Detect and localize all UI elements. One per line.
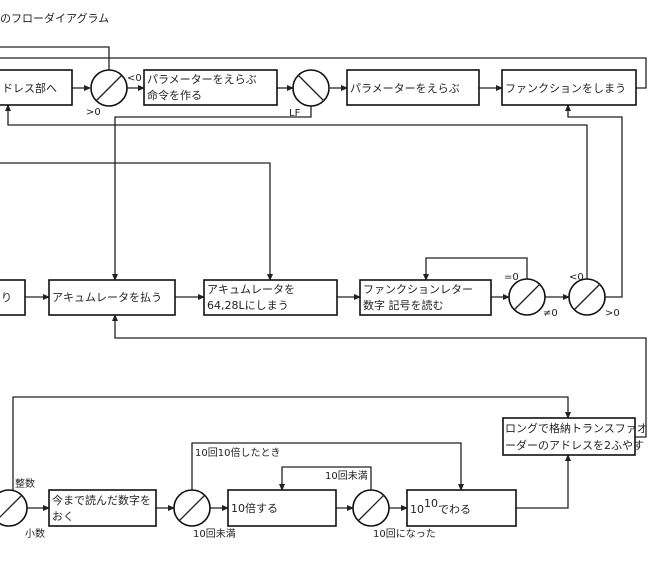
multiply-10-box [227,489,337,527]
param-select-label: パラメーターをえらぶ [350,82,460,95]
long-store-line1: ロングで格納トランスファオ [505,421,648,435]
label-eq0: =0 [504,272,519,283]
param-command-line1: パラメーターをえらぶ [147,73,257,86]
label-gt0-2: >0 [605,308,620,319]
store-accumulator-box [203,279,338,316]
label-reached10: 10回になった [373,528,436,540]
param-command-box [143,69,278,106]
label-under10-bottom: 10回未満 [193,528,236,540]
keep-digits-box [48,489,157,527]
clear-accumulator-label: アキュムレータを払う [52,290,162,304]
param-command-line2: 命令を作る [147,88,202,102]
read-symbol-line2: 数字 記号を読む [363,298,444,312]
address-box [0,69,73,106]
label-integer: 整数 [15,477,35,490]
read-symbol-box [359,279,492,316]
long-store-box [502,417,636,456]
decision-circle-sign [90,69,128,107]
address-box-label: ドレス部へ [2,81,57,95]
left-cut-label: り [1,291,12,304]
long-store-line2: ーダーのアドレスを2ふやす [505,438,644,452]
decision-circle-sign-2 [568,278,606,316]
keep-digits-line2: おく [52,510,74,523]
label-gt0: >0 [86,107,101,118]
label-lt0-2: <0 [569,272,584,283]
multiply-10-label: 10倍する [231,501,278,515]
label-decimal: 小数 [25,527,45,540]
label-ten-times-done: 10回10倍したとき [195,446,280,459]
store-accumulator-line2: 64,28Lにしまう [207,299,289,312]
label-lf: LF [289,108,301,119]
divide-label: 1010でわる [410,497,471,516]
connectors [0,46,647,511]
decision-circle-count-2 [352,489,390,527]
label-under10-top: 10回未満 [325,470,368,482]
param-select-box [346,69,480,106]
function-store-box [501,69,637,106]
divide-box [406,489,517,527]
decision-circle-lf [292,69,330,107]
store-accumulator-line1: アキュムレータを [207,283,295,296]
decision-circle-integer [0,489,28,527]
left-cut-box [0,279,26,316]
clear-accumulator-box [48,279,176,316]
label-lt0: <0 [127,73,142,84]
function-store-label: ファンクションをしまう [505,82,626,95]
read-symbol-line1: ファンクションレター [363,283,473,296]
decision-circle-zero [508,278,546,316]
diagram-title: のフローダイアグラム [0,11,109,25]
keep-digits-line1: 今まで読んだ数字を [52,493,151,507]
decision-circle-count-1 [173,489,211,527]
label-ne0: ≠0 [543,308,558,319]
